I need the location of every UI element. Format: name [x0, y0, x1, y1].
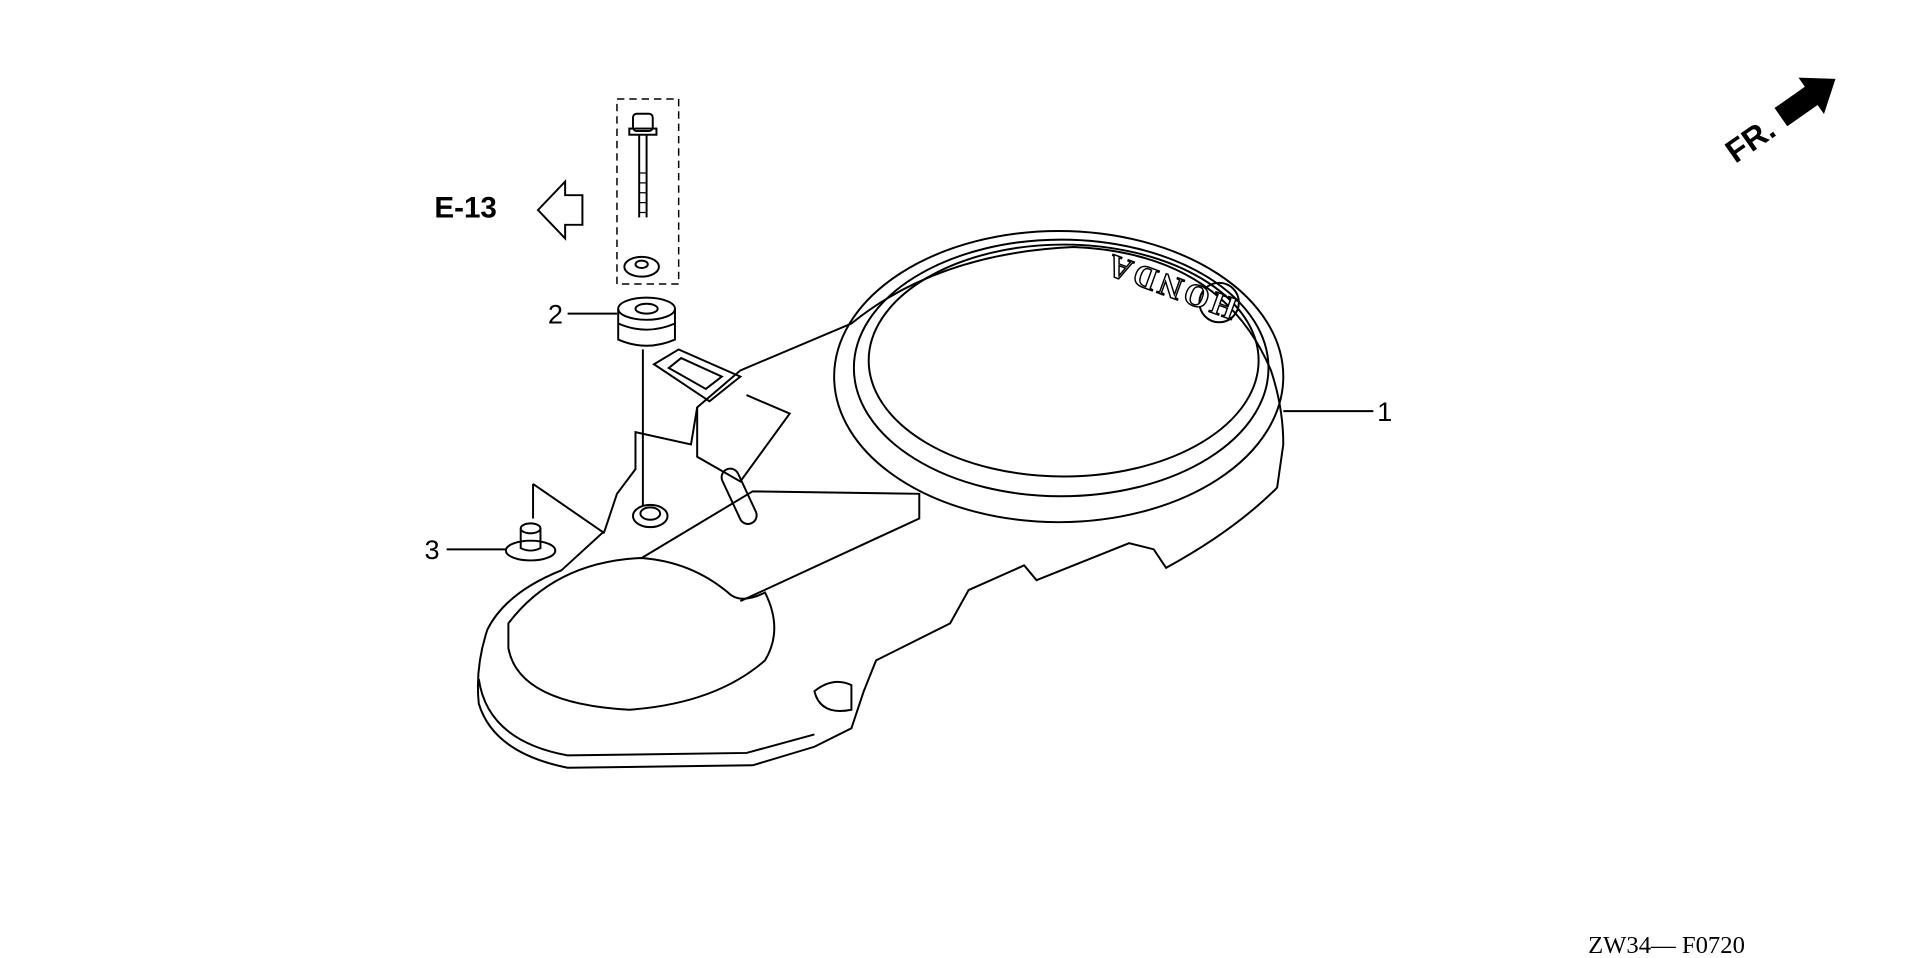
front-direction-indicator: FR.	[1719, 77, 1836, 170]
reference-label[interactable]: E-13	[434, 191, 497, 224]
washer	[623, 255, 660, 278]
figure-code: ZW34— F0720	[1588, 932, 1745, 958]
front-label: FR.	[1719, 111, 1782, 170]
arrow-up-right-icon	[1774, 77, 1836, 127]
bolt	[628, 112, 658, 218]
square-boss	[652, 348, 743, 403]
collar	[504, 522, 557, 562]
slot	[720, 467, 758, 525]
grommet	[617, 296, 676, 347]
callout-number-1[interactable]: 1	[1377, 396, 1392, 427]
bolt-assembly-box	[616, 98, 680, 285]
callout-number-3[interactable]: 3	[424, 534, 439, 565]
hollow-arrow-left-icon	[536, 179, 584, 241]
cover: HONDA	[476, 229, 1285, 769]
callout-number-2[interactable]: 2	[548, 299, 563, 330]
